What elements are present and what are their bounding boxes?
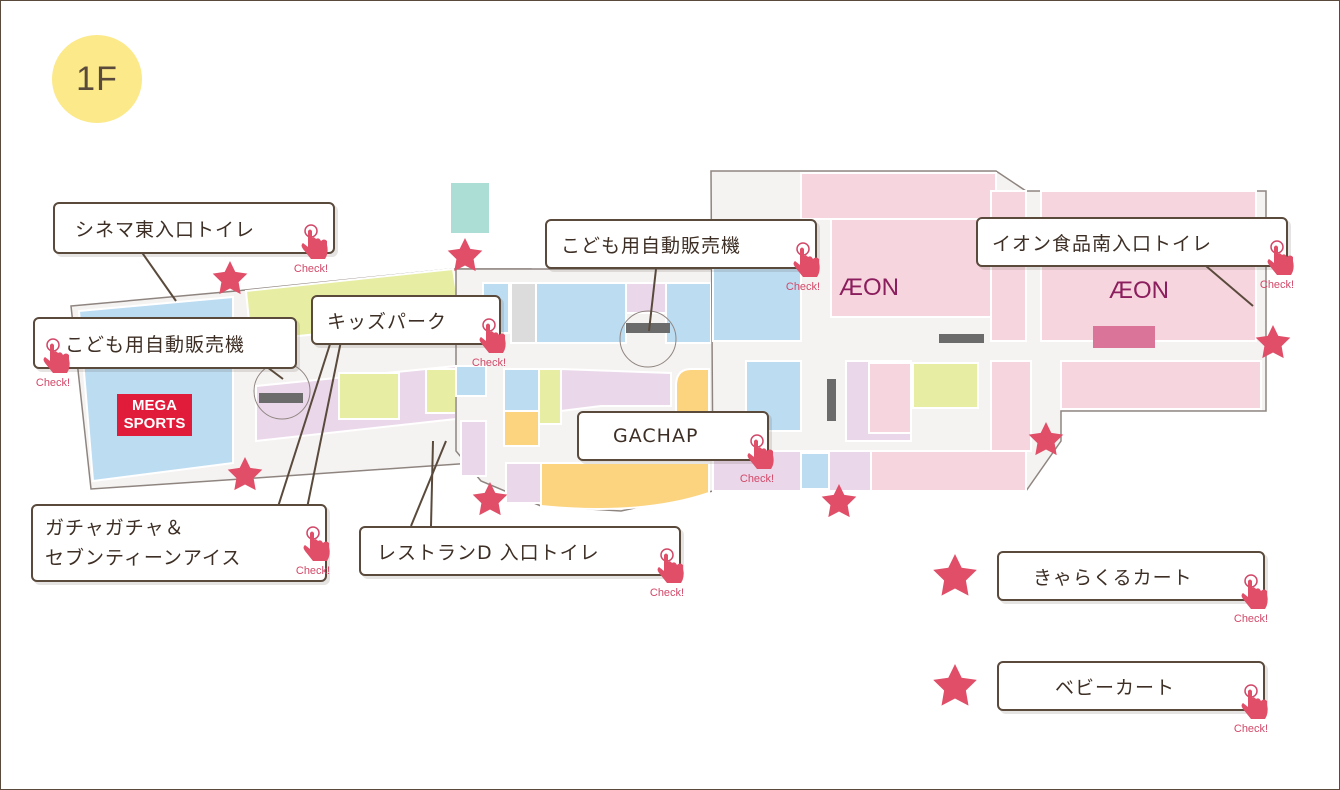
pointing-hand-icon xyxy=(793,242,820,277)
mega-sports-logo: MEGA SPORTS xyxy=(117,394,192,436)
check-kids-vending[interactable]: Check! xyxy=(29,337,77,395)
escalator-ring-center xyxy=(619,310,677,368)
callout-gacha-ice[interactable]: ガチャガチャ＆ セブンティーンアイス xyxy=(31,504,327,582)
check-label: Check! xyxy=(1259,279,1295,291)
store-west-yellow2 xyxy=(425,368,457,414)
check-kyarakuru-cart[interactable]: Check! xyxy=(1227,573,1275,631)
legend-label: ベビーカート xyxy=(1055,676,1176,699)
legend-star-baby xyxy=(933,664,977,706)
pointing-hand-icon xyxy=(479,318,506,353)
check-center-vending[interactable]: Check! xyxy=(779,241,827,299)
star-markers xyxy=(212,238,1291,518)
legend-kyarakuru-cart[interactable]: きゃらくるカート xyxy=(997,551,1265,601)
escalator-aeon-b xyxy=(827,379,836,421)
store-central-orange-a xyxy=(503,410,540,447)
check-gacha-ice[interactable]: Check! xyxy=(289,525,337,583)
aeon-pink-row xyxy=(870,450,1027,492)
mega-sports-line1: MEGA xyxy=(132,397,177,414)
escalator-aeon-a xyxy=(939,334,984,343)
store-central-lav-b xyxy=(560,367,672,413)
store-central-gray xyxy=(510,282,537,344)
store-central-yellow xyxy=(538,368,562,425)
check-label: Check! xyxy=(295,565,331,577)
aeon-pink-main xyxy=(830,218,992,318)
aeon-logo-west: ÆON xyxy=(839,274,899,301)
store-west-yellow xyxy=(338,372,400,420)
callout-restaurant-toilet[interactable]: レストランD 入口トイレ xyxy=(359,526,681,576)
check-gachap[interactable]: Check! xyxy=(733,433,781,491)
callout-kids-park[interactable]: キッズパーク xyxy=(311,295,501,345)
check-label: Check! xyxy=(471,357,507,369)
store-central-lav-d xyxy=(505,462,542,504)
check-label: Check! xyxy=(1233,613,1269,625)
aeon-hotpink xyxy=(1093,326,1155,348)
check-label: Check! xyxy=(1233,723,1269,735)
callout-gachap[interactable]: GACHAP xyxy=(577,411,769,461)
aeon-yellow xyxy=(912,362,979,409)
escalator-west xyxy=(259,393,303,403)
teal-store xyxy=(451,183,489,233)
pointing-hand-icon xyxy=(747,434,774,469)
pointing-hand-icon xyxy=(657,548,684,583)
check-label: Check! xyxy=(293,263,329,275)
store-central-lav-c xyxy=(460,420,487,477)
store-central-orange-row xyxy=(540,462,710,511)
store-central-blue-d xyxy=(455,365,487,397)
aeon-pink-b xyxy=(868,362,912,434)
store-central-blue-e xyxy=(503,368,540,412)
aeon-blue-c xyxy=(800,452,830,490)
callout-label: シネマ東入口トイレ xyxy=(75,218,256,241)
callout-aeon-food-toilet[interactable]: イオン食品南入口トイレ xyxy=(976,217,1288,267)
callout-kids-vending[interactable]: こども用自動販売機 xyxy=(33,317,297,369)
check-kids-park[interactable]: Check! xyxy=(465,317,513,375)
pointing-hand-icon xyxy=(301,224,328,259)
legend-star-kyarakuru xyxy=(933,554,977,596)
check-label: Check! xyxy=(35,377,71,389)
callout-label: GACHAP xyxy=(613,425,699,447)
store-central-lav xyxy=(625,282,667,314)
pointing-hand-icon xyxy=(1241,684,1268,719)
check-baby-cart[interactable]: Check! xyxy=(1227,683,1275,741)
callout-label: キッズパーク xyxy=(327,310,448,333)
check-cinema-toilet[interactable]: Check! xyxy=(287,223,335,281)
aeon-pink-top xyxy=(800,172,997,220)
store-central-blue-b xyxy=(535,282,627,344)
aeon-logo-east: ÆON xyxy=(1109,277,1169,304)
legend-baby-cart[interactable]: ベビーカート xyxy=(997,661,1265,711)
callout-label-line2: セブンティーンアイス xyxy=(45,547,242,569)
aeon-pink-south xyxy=(1060,360,1262,410)
escalator-center xyxy=(626,323,670,333)
callout-label: レストランD 入口トイレ xyxy=(377,541,600,564)
callout-label: こども用自動販売機 xyxy=(561,234,742,257)
store-central-blue-c xyxy=(665,282,712,344)
check-aeon-food-toilet[interactable]: Check! xyxy=(1253,239,1301,297)
callout-cinema-toilet[interactable]: シネマ東入口トイレ xyxy=(53,202,335,254)
check-label: Check! xyxy=(649,587,685,599)
legend-label: きゃらくるカート xyxy=(1033,566,1193,589)
callout-label-line1: ガチャガチャ＆ xyxy=(45,517,185,539)
mega-sports-line2: SPORTS xyxy=(123,415,186,432)
store-central-orange-b xyxy=(675,368,710,422)
pointing-hand-icon xyxy=(43,338,70,373)
pointing-hand-icon xyxy=(1267,240,1294,275)
aeon-pink-c xyxy=(990,360,1032,452)
pointing-hand-icon xyxy=(303,526,330,561)
check-label: Check! xyxy=(785,281,821,293)
check-label: Check! xyxy=(739,473,775,485)
floor-badge: 1F xyxy=(52,35,142,123)
callout-label: イオン食品南入口トイレ xyxy=(992,232,1213,255)
pointing-hand-icon xyxy=(1241,574,1268,609)
callout-label: こども用自動販売機 xyxy=(65,333,246,356)
callout-center-vending[interactable]: こども用自動販売機 xyxy=(545,219,817,269)
check-restaurant-toilet[interactable]: Check! xyxy=(643,547,691,605)
